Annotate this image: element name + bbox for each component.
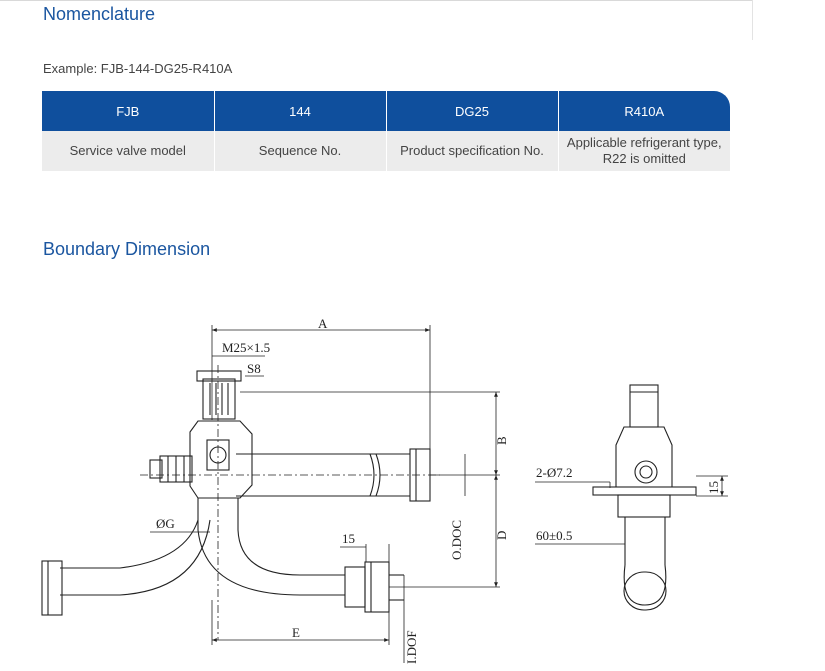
dim-label-s8: S8 bbox=[247, 361, 261, 376]
valve-body bbox=[149, 370, 253, 499]
header-cell-sequence: 144 bbox=[214, 91, 387, 131]
nomenclature-title: Nomenclature bbox=[43, 4, 156, 24]
dim-label-thread: M25×1.5 bbox=[222, 340, 270, 355]
dim-label-15-lower: 15 bbox=[342, 531, 355, 546]
dim-label-d: D bbox=[494, 531, 509, 540]
dim-label-15-side: 15 bbox=[706, 481, 721, 494]
dim-label-idof: I.DOF bbox=[404, 630, 419, 664]
dim-label-odoc: O.DOC bbox=[449, 520, 464, 560]
center-lines bbox=[140, 365, 440, 640]
nomenclature-example: Example: FJB-144-DG25-R410A bbox=[43, 61, 233, 76]
boundary-title: Boundary Dimension bbox=[43, 239, 211, 259]
side-dimension-lines bbox=[535, 475, 728, 545]
table-header-row: FJB 144 DG25 R410A bbox=[42, 91, 730, 131]
main-pipe bbox=[41, 448, 431, 616]
dim-label-holes: 2-Ø7.2 bbox=[536, 465, 572, 480]
desc-cell-sequence: Sequence No. bbox=[214, 131, 387, 171]
dimension-lines bbox=[150, 325, 500, 663]
boundary-drawing: A M25×1.5 S8 B ØG O.DOC D 15 E I.DOF 2-Ø… bbox=[41, 316, 728, 664]
side-view bbox=[592, 384, 697, 611]
table-row: Service valve model Sequence No. Product… bbox=[42, 131, 730, 171]
side-divider bbox=[752, 0, 753, 40]
dim-label-og: ØG bbox=[156, 516, 175, 531]
nomenclature-table: FJB 144 DG25 R410A Service valve model S… bbox=[42, 91, 730, 171]
dim-label-e: E bbox=[292, 625, 300, 640]
header-cell-refrigerant: R410A bbox=[558, 91, 730, 131]
desc-cell-model: Service valve model bbox=[42, 131, 215, 171]
header-cell-model: FJB bbox=[42, 91, 215, 131]
header-cell-spec: DG25 bbox=[386, 91, 559, 131]
dim-label-spacing: 60±0.5 bbox=[536, 528, 572, 543]
desc-cell-spec: Product specification No. bbox=[386, 131, 559, 171]
desc-cell-refrigerant: Applicable refrigerant type, R22 is omit… bbox=[558, 131, 730, 171]
dim-label-b: B bbox=[494, 436, 509, 445]
top-divider bbox=[0, 0, 752, 1]
dim-label-a: A bbox=[318, 316, 328, 331]
